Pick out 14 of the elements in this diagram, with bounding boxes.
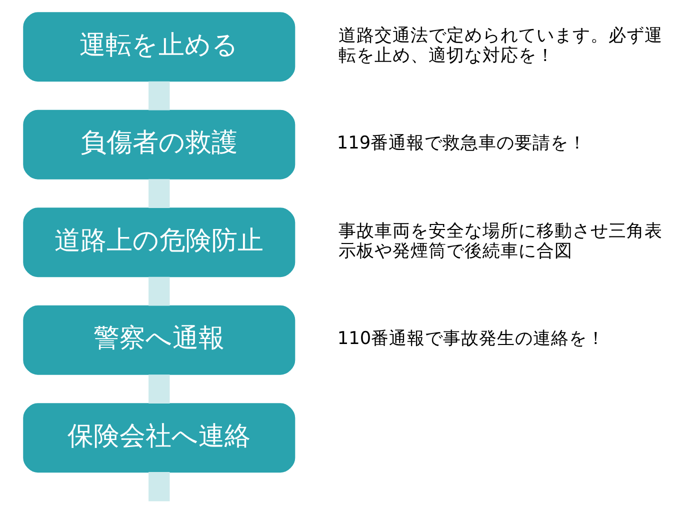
node-box: 運転を止める — [23, 12, 296, 82]
connector — [148, 179, 170, 208]
node-label: 道路交通法で定められています。必ず運転を止め、適切な対応を！ — [338, 26, 663, 66]
node-box: 保険会社へ連絡 — [23, 403, 296, 473]
node-box: 警察へ通報 — [23, 305, 296, 375]
connector — [148, 374, 170, 404]
connector — [148, 81, 170, 110]
connector — [148, 276, 170, 306]
node-label: 事故車両を安全な場所に移動させ三角表示板や発煙筒で後続車に合図 — [338, 221, 663, 262]
connector — [148, 472, 170, 502]
node-label: 119番通報で救急車の要請を！ — [336, 134, 587, 154]
node-box: 道路上の危険防止 — [23, 208, 296, 278]
node-box: 負傷者の救護 — [23, 110, 296, 180]
node-label: 110番通報で事故発生の連絡を！ — [337, 329, 606, 350]
